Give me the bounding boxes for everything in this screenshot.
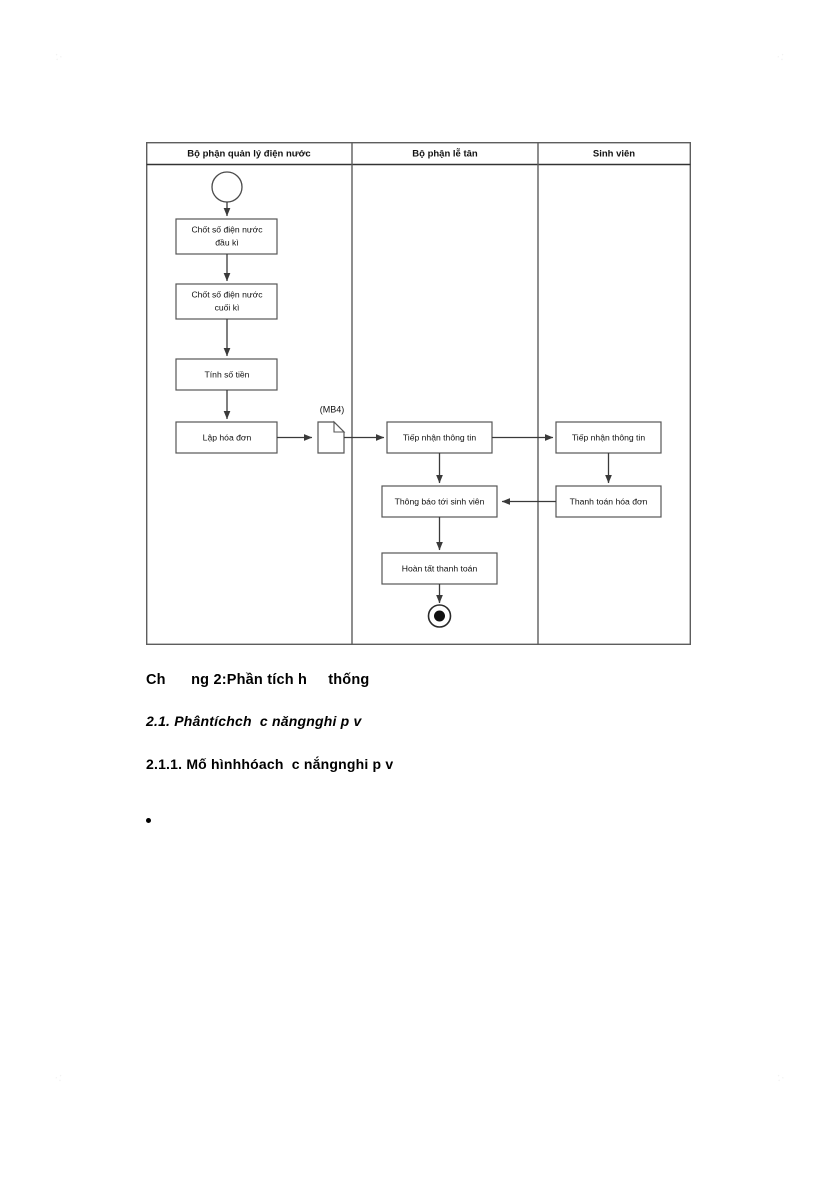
scan-corner-mark-top-left: ∴	[51, 50, 65, 65]
activity-box-tiep-nhan-thong-tin-reception	[386, 421, 493, 454]
activity-label-chot-so-cuoi-ki-line2: cuối kì	[215, 302, 240, 312]
document-label-mb4: (MB4)	[320, 404, 345, 414]
activity-label-tinh-so-tien: Tính số tiền	[205, 369, 250, 379]
bullet-list-item	[146, 818, 706, 823]
heading-chapter-2: Ch ng 2:Phần tích h thống	[146, 672, 370, 688]
start-node	[211, 171, 243, 203]
activity-box-hoan-tat-thanh-toan	[381, 552, 498, 585]
document-fold-corner-icon	[333, 420, 346, 433]
activity-label-chot-so-dau-ki-line2: đầu kì	[215, 237, 238, 247]
bullet-point-icon	[146, 818, 151, 823]
activity-box-tiep-nhan-thong-tin-student	[555, 421, 662, 454]
scan-corner-mark-bottom-left: ∴	[52, 1071, 66, 1086]
lane-title-water-dept: Bộ phận quản lý điện nước	[187, 149, 310, 160]
activity-label-chot-so-dau-ki-line1: Chốt số điện nước	[191, 224, 263, 234]
scan-corner-mark-bottom-right: ∴	[773, 1071, 787, 1086]
activity-box-chot-so-dau-ki	[175, 218, 278, 255]
activity-label-tiep-nhan-thong-tin-reception: Tiếp nhận thông tin	[403, 432, 476, 442]
swimlane-activity-diagram: Bộ phận quản lý điện nước Bộ phận lễ tân…	[146, 142, 691, 645]
end-node-dot	[434, 610, 445, 622]
activity-box-thong-bao-toi-sinh-vien	[381, 485, 498, 518]
activity-label-thanh-toan-hoa-don: Thanh toán hóa đơn	[570, 496, 648, 506]
activity-label-thong-bao-toi-sinh-vien: Thông báo tới sinh viên	[395, 496, 485, 506]
activity-box-chot-so-cuoi-ki	[175, 283, 278, 320]
activity-label-hoan-tat-thanh-toan: Hoàn tất thanh toán	[402, 563, 478, 573]
document-shape-mb4	[317, 421, 345, 454]
heading-section-2-1: 2.1. Phântíchch c năngnghi p v	[146, 713, 362, 729]
lane-title-student: Sinh viên	[593, 149, 635, 160]
heading-section-2-1-1: 2.1.1. Mố hìnhhóach c nắngnghi p v	[146, 756, 394, 772]
scan-corner-mark-top-right: ∴	[774, 50, 788, 65]
activity-label-chot-so-cuoi-ki-line1: Chốt số điện nước	[191, 289, 263, 299]
lane-title-reception: Bộ phận lễ tân	[412, 149, 478, 160]
activity-label-tiep-nhan-thong-tin-student: Tiếp nhận thông tin	[572, 432, 645, 442]
activity-label-lap-hoa-don: Lập hóa đơn	[203, 432, 252, 442]
diagram-frame	[146, 142, 691, 645]
